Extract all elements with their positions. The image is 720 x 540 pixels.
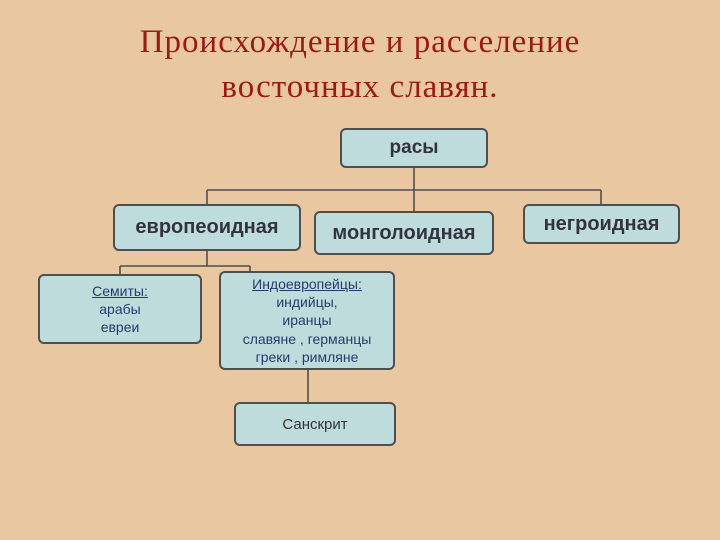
node-indo-europeans-line: греки , римляне — [255, 348, 359, 365]
node-indo-europeans-line: славяне , германцы — [242, 330, 372, 347]
node-negroid: негроидная — [523, 204, 680, 244]
node-mongoloid: монголоидная — [314, 211, 494, 255]
node-semites-heading: Семиты: — [92, 282, 148, 299]
slide-title: Происхождение и расселение восточных сла… — [0, 20, 720, 109]
title-line-1: Происхождение и расселение — [139, 24, 581, 60]
node-semites: Семиты: арабы евреи — [38, 274, 202, 344]
node-indo-europeans-line: иранцы — [282, 312, 332, 329]
node-sanskrit-label: Санскрит — [282, 415, 348, 433]
node-indo-europeans-line: индийцы, — [276, 294, 338, 311]
node-semites-line: арабы — [99, 300, 141, 317]
node-indo-europeans-heading: Индоевропейцы: — [252, 276, 362, 293]
node-sanskrit: Санскрит — [234, 402, 396, 446]
node-indo-europeans: Индоевропейцы: индийцы, иранцы славяне ,… — [219, 271, 395, 370]
node-races-label: расы — [389, 137, 439, 158]
title-line-2: восточных славян. — [221, 68, 499, 105]
node-mongoloid-label: монголоидная — [332, 221, 476, 244]
node-negroid-label: негроидная — [543, 212, 660, 235]
node-races: расы — [340, 128, 488, 168]
node-europeoid: европеоидная — [113, 204, 301, 251]
node-europeoid-label: европеоидная — [135, 216, 279, 238]
node-semites-line: евреи — [100, 319, 140, 336]
